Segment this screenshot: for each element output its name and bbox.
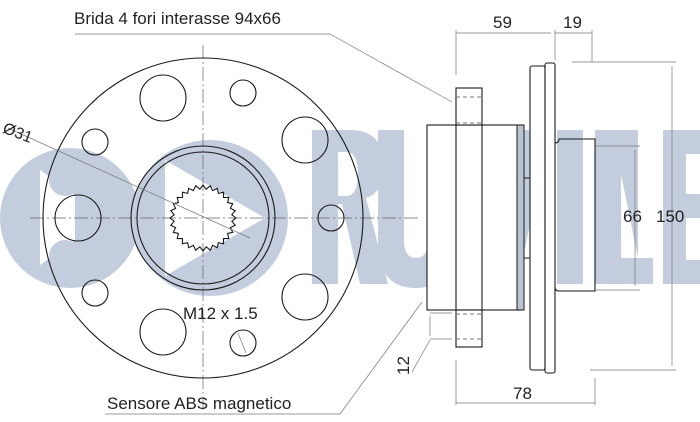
front-view bbox=[7, 45, 420, 410]
dimension-12: 12 bbox=[394, 356, 413, 375]
dimension-150: 150 bbox=[656, 207, 685, 226]
dimension-59: 59 bbox=[493, 13, 512, 32]
thread-callout: M12 x 1.5 bbox=[183, 304, 258, 323]
sensor-callout: Sensore ABS magnetico bbox=[107, 394, 292, 413]
dimension-19: 19 bbox=[563, 13, 582, 32]
flange-callout: Brida 4 fori interasse 94x66 bbox=[74, 9, 281, 28]
dimension-66: 66 bbox=[623, 207, 642, 226]
dimension-78: 78 bbox=[513, 384, 532, 403]
side-view bbox=[75, 30, 676, 415]
